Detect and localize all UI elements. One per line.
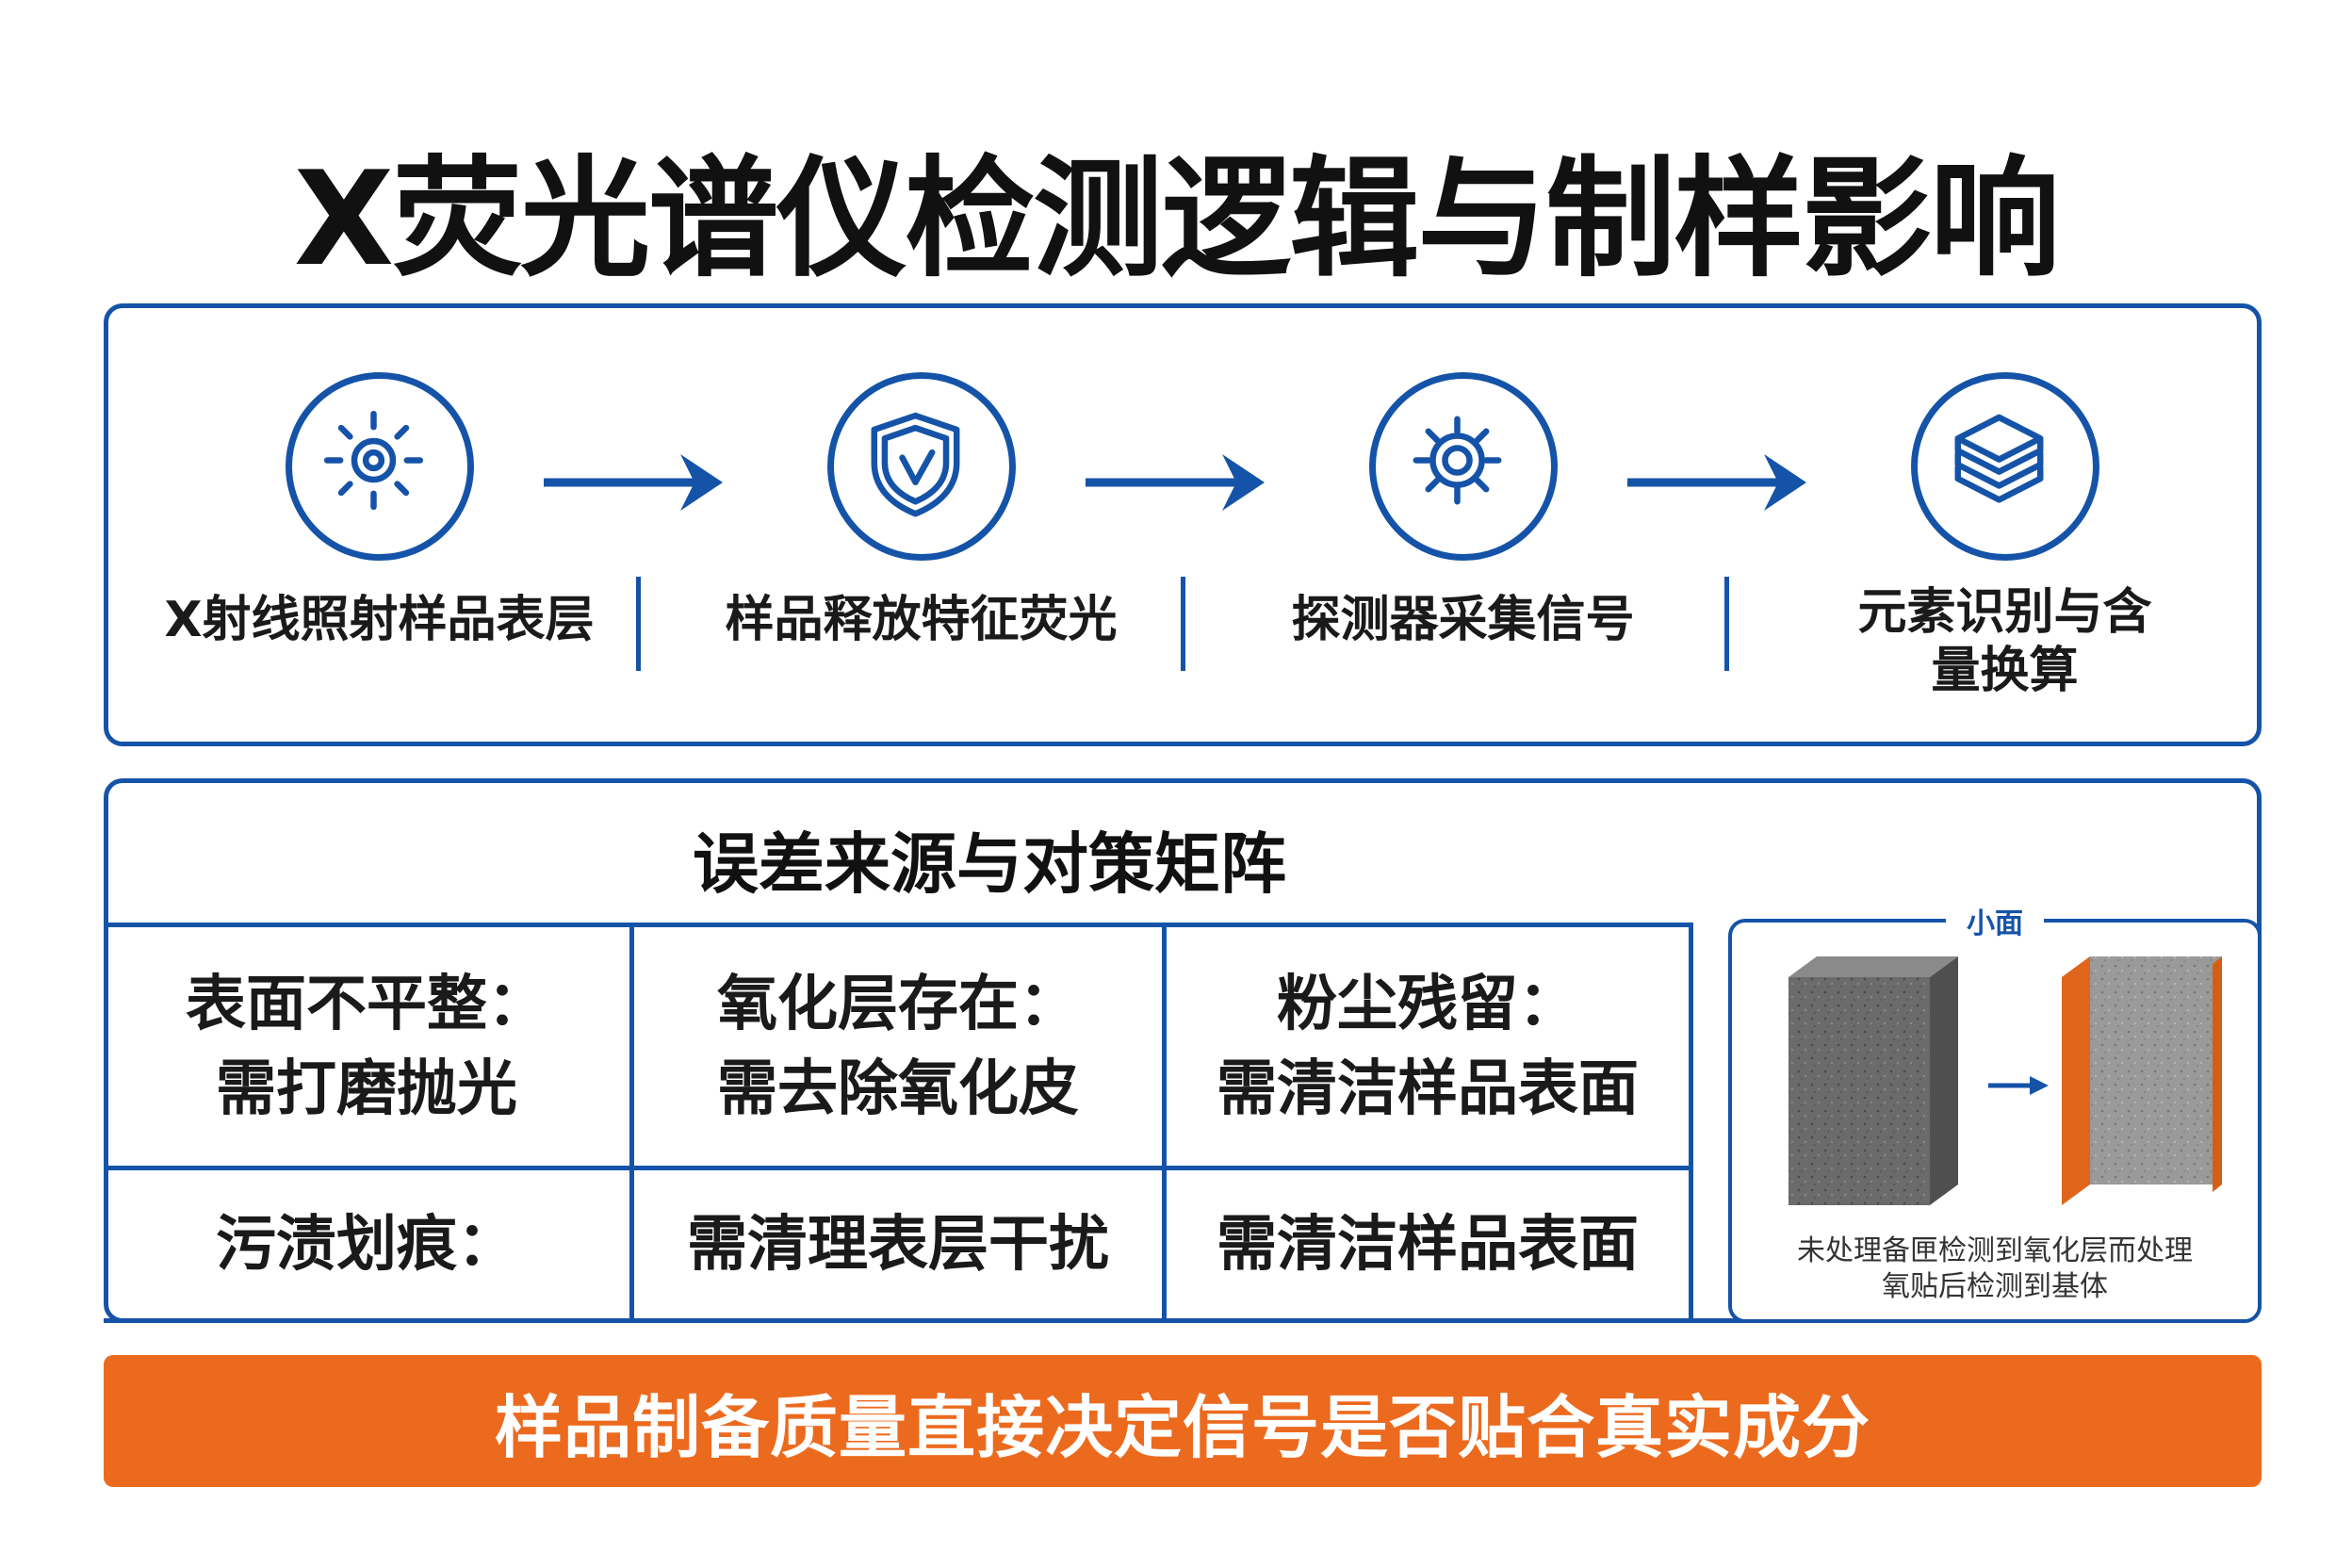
layers-icon xyxy=(1910,372,2099,561)
flow-divider xyxy=(636,577,641,671)
step-label: 元素识别与含 量换算 xyxy=(1734,583,2276,700)
matrix-title: 误差来源与对策矩阵 xyxy=(693,825,1286,903)
caption-line: 未处理备匣检测到氧化层而处理 xyxy=(1797,1234,2193,1267)
sun-icon xyxy=(285,372,474,561)
cell-remedy: 需去除氧化皮 xyxy=(717,1054,1079,1124)
flow-step-irradiate: X射线照射样品表层 xyxy=(108,308,650,742)
arrow-right-icon xyxy=(544,454,723,511)
caption-line: 氧贴后检测到基体 xyxy=(1882,1270,2108,1303)
matrix-cell: 表面不平整： 需打磨抛光 xyxy=(104,927,629,1170)
matrix-cell: 氧化层存在： 需去除氧化皮 xyxy=(629,927,1162,1170)
detection-flow-panel: X射线照射样品表层 样品释放特征荧光 xyxy=(104,303,2262,746)
sample-blocks-image xyxy=(1788,956,2222,1205)
sample-comparison-illustration: 小面 未处理备匣检测到氧化层而处理 xyxy=(1728,900,2262,1323)
cell-remedy: 需打磨抛光 xyxy=(216,1054,517,1124)
illustration-caption: 未处理备匣检测到氧化层而处理 氧贴后检测到基体 xyxy=(1732,1233,2258,1305)
flow-step-collect: 探测器采集信号 xyxy=(1192,308,1734,742)
error-matrix-table: 表面不平整： 需打磨抛光 氧化层存在： 需去除氧化皮 粉尘残留： 需清洁样品表面… xyxy=(104,923,1693,1323)
matrix-cell: 粉尘残留： 需清洁样品表面 xyxy=(1162,927,1689,1170)
matrix-cell: 需清洁样品表面 xyxy=(1162,1170,1689,1318)
flow-step-fluoresce: 样品释放特征荧光 xyxy=(650,308,1192,742)
page-title: X荧光谱仪检测逻辑与制样影响 xyxy=(293,143,2060,295)
arrow-right-icon xyxy=(1627,454,1806,511)
cell-issue: 氧化层存在： xyxy=(717,969,1079,1039)
flow-divider xyxy=(1724,577,1729,671)
shield-icon xyxy=(826,372,1016,561)
arrow-right-icon xyxy=(1086,454,1265,511)
cell-issue: 表面不平整： xyxy=(186,969,547,1039)
step-label-line: 元素识别与含 xyxy=(1857,584,2152,641)
gear-icon xyxy=(1368,372,1558,561)
step-label: 样品释放特征荧光 xyxy=(725,592,1118,648)
cell-issue: 粉尘残留： xyxy=(1277,969,1578,1039)
matrix-cell: 需清理表层干扰 xyxy=(629,1170,1162,1318)
step-label-line: 量换算 xyxy=(1931,643,2079,699)
illustration-tag: 小面 xyxy=(1946,900,2044,941)
flow-step-identify: 元素识别与含 量换算 xyxy=(1734,308,2276,742)
step-label: X射线照射样品表层 xyxy=(164,592,595,648)
conclusion-banner: 样品制备质量直接决定信号是否贴合真实成分 xyxy=(104,1355,2262,1487)
cell-remedy: 需清洁样品表面 xyxy=(1217,1054,1639,1124)
step-label: 探测器采集信号 xyxy=(1291,592,1635,648)
flow-divider xyxy=(1181,577,1185,671)
matrix-cell: 污渍划痕： xyxy=(216,1209,517,1280)
